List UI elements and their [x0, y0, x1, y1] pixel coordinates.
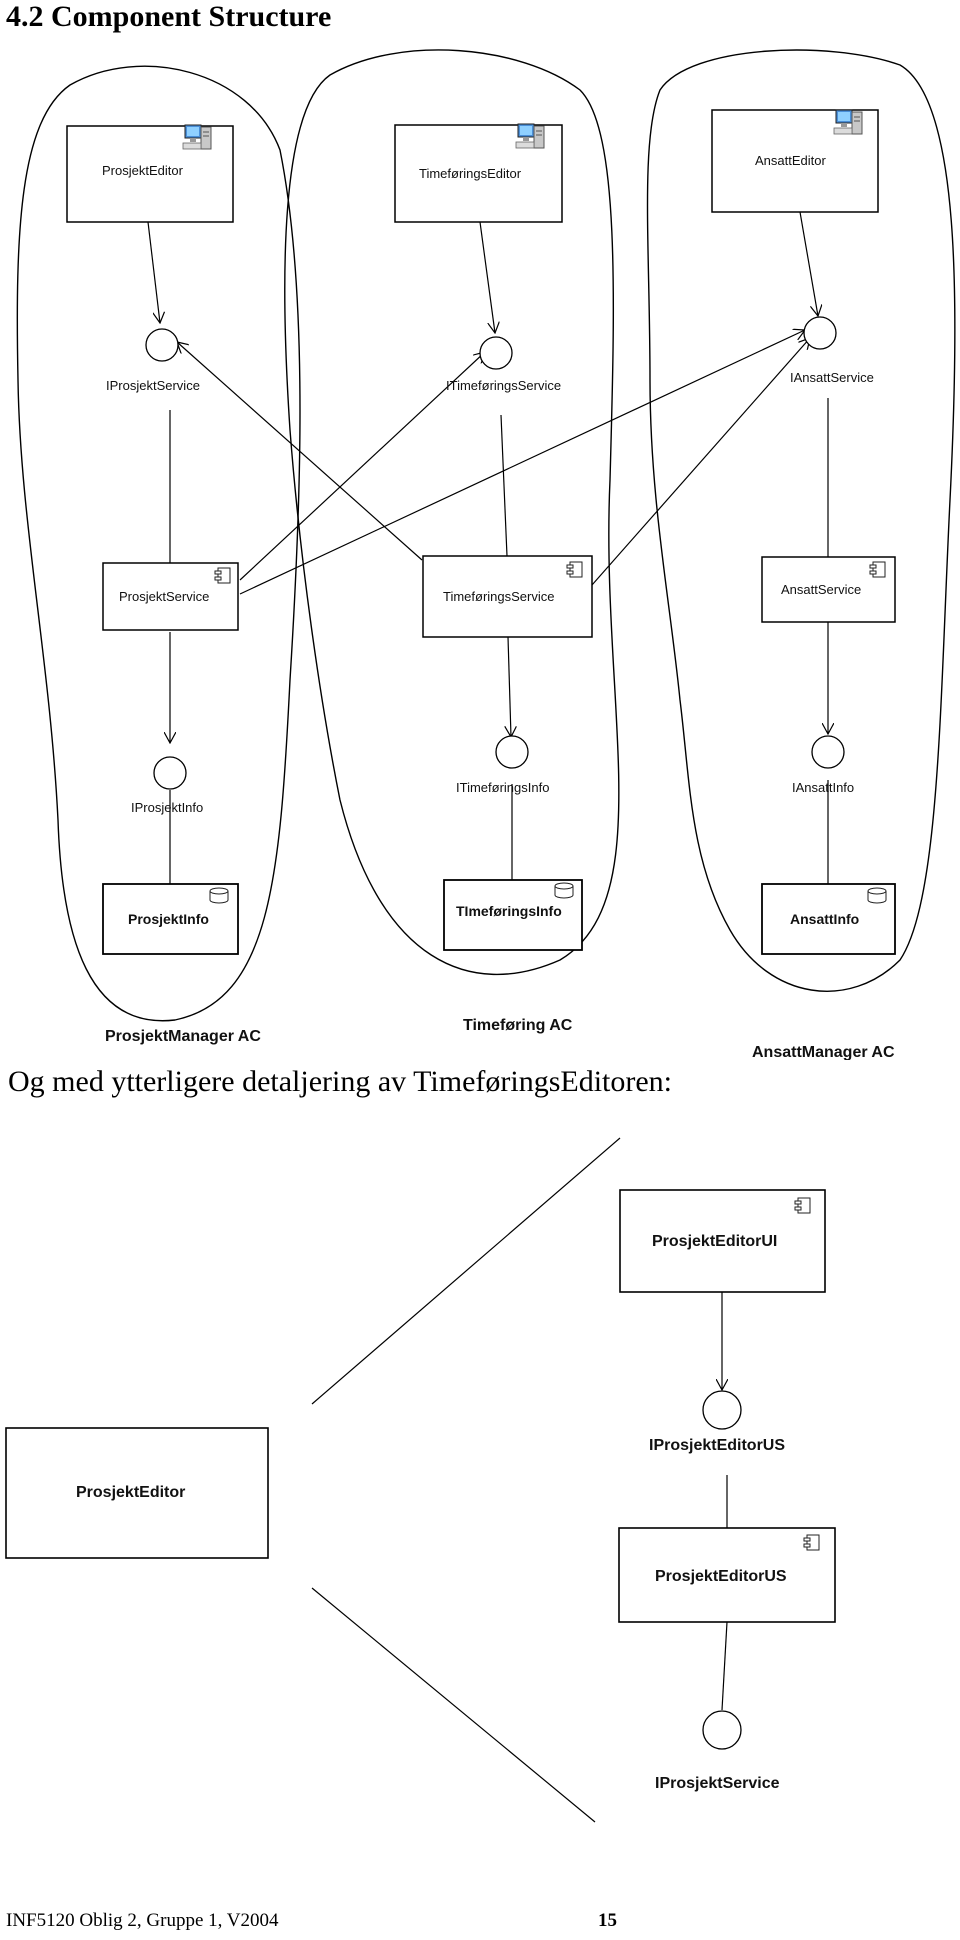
ansattmanager-ac-label: AnsattManager AC [752, 1044, 895, 1060]
footer-page-number: 15 [598, 1910, 617, 1931]
timeforingseditor-label: TimeføringsEditor [419, 166, 522, 181]
prosjektinfo-label: ProsjektInfo [128, 911, 209, 927]
dependency-arrow [239, 330, 805, 595]
prosjekteditorus-box [618, 1527, 836, 1623]
dependency-arrow [799, 211, 818, 316]
computer-icon [515, 123, 545, 149]
iprosjektservice-label: IProsjektService [106, 378, 200, 393]
ansatt-manager-ac-boundary [646, 49, 956, 992]
ansattinfo-label: AnsattInfo [790, 911, 859, 927]
component-structure-diagram: ProsjektEditor TimeføringsEditor AnsattE… [16, 49, 956, 1060]
prosjektservice-label: ProsjektService [119, 589, 209, 604]
itimeforingsinfo-interface [495, 735, 529, 769]
prosjekteditor-detail-diagram: ProsjektEditor ProsjektEditorUI IProsjek… [5, 1137, 836, 1823]
prosjekt-manager-ac-boundary [16, 65, 301, 1022]
itimeforingsinfo-label: ITimeføringsInfo [456, 780, 549, 795]
iprosjektinfo-label: IProsjektInfo [131, 800, 203, 815]
prosjekteditorui-box [619, 1189, 826, 1293]
prosjekteditor-label: ProsjektEditor [76, 1484, 185, 1501]
iprosjektservice-label: IProsjektService [655, 1775, 780, 1792]
computer-icon [833, 109, 863, 135]
dependency-arrow [591, 338, 810, 586]
database-icon [554, 882, 574, 899]
prosjektmanager-ac-label: ProsjektManager AC [105, 1028, 261, 1045]
dependency-arrow [239, 352, 485, 581]
iansattservice-label: IAnsattService [790, 370, 874, 385]
realization-line [500, 414, 508, 557]
prosjekteditor-box [5, 1427, 269, 1559]
zoom-line-top [311, 1137, 621, 1405]
iansattservice-interface [803, 316, 837, 350]
iprosjekteditorus-label: IProsjektEditorUS [649, 1437, 785, 1454]
iprosjektservice-interface [145, 328, 179, 362]
prosjekteditorui-label: ProsjektEditorUI [652, 1233, 777, 1250]
computer-icon [182, 124, 212, 150]
iprosjektservice-interface [702, 1710, 742, 1750]
footer-course: INF5120 Oblig 2, Gruppe 1, V2004 [6, 1910, 279, 1931]
iprosjektinfo-interface [153, 756, 187, 790]
iprosjekteditorus-interface [702, 1390, 742, 1430]
dependency-arrow [479, 221, 495, 333]
database-icon [867, 887, 887, 904]
timeforingsservice-box [422, 555, 593, 638]
timeforingsinfo-label: TImeføringsInfo [456, 903, 562, 919]
dependency-arrow [147, 221, 160, 323]
ansatteditor-label: AnsattEditor [755, 153, 826, 168]
dependency-arrow [721, 1621, 728, 1711]
dependency-arrow [508, 636, 511, 737]
zoom-line-bottom [311, 1587, 596, 1823]
ansatteditor-box [711, 109, 879, 213]
ansattinfo-box [761, 883, 896, 955]
itimeforingsservice-label: ITimeføringsService [446, 378, 561, 393]
itimeforingsservice-interface [479, 336, 513, 370]
iansattinfo-label: IAnsattInfo [792, 780, 854, 795]
dependency-arrow [177, 342, 423, 561]
prosjekteditor-label: ProsjektEditor [102, 163, 184, 178]
section-title: 4.2 Component Structure [6, 0, 332, 33]
timeforing-ac-boundary [284, 49, 620, 976]
iansattinfo-interface [811, 735, 845, 769]
timeforing-ac-label: Timeføring AC [463, 1017, 573, 1034]
prosjekteditorus-label: ProsjektEditorUS [655, 1568, 787, 1585]
ansattservice-label: AnsattService [781, 582, 861, 597]
timeforingsservice-label: TimeføringsService [443, 589, 554, 604]
database-icon [209, 887, 229, 904]
intro-text: Og med ytterligere detaljering av Timefø… [8, 1065, 673, 1098]
